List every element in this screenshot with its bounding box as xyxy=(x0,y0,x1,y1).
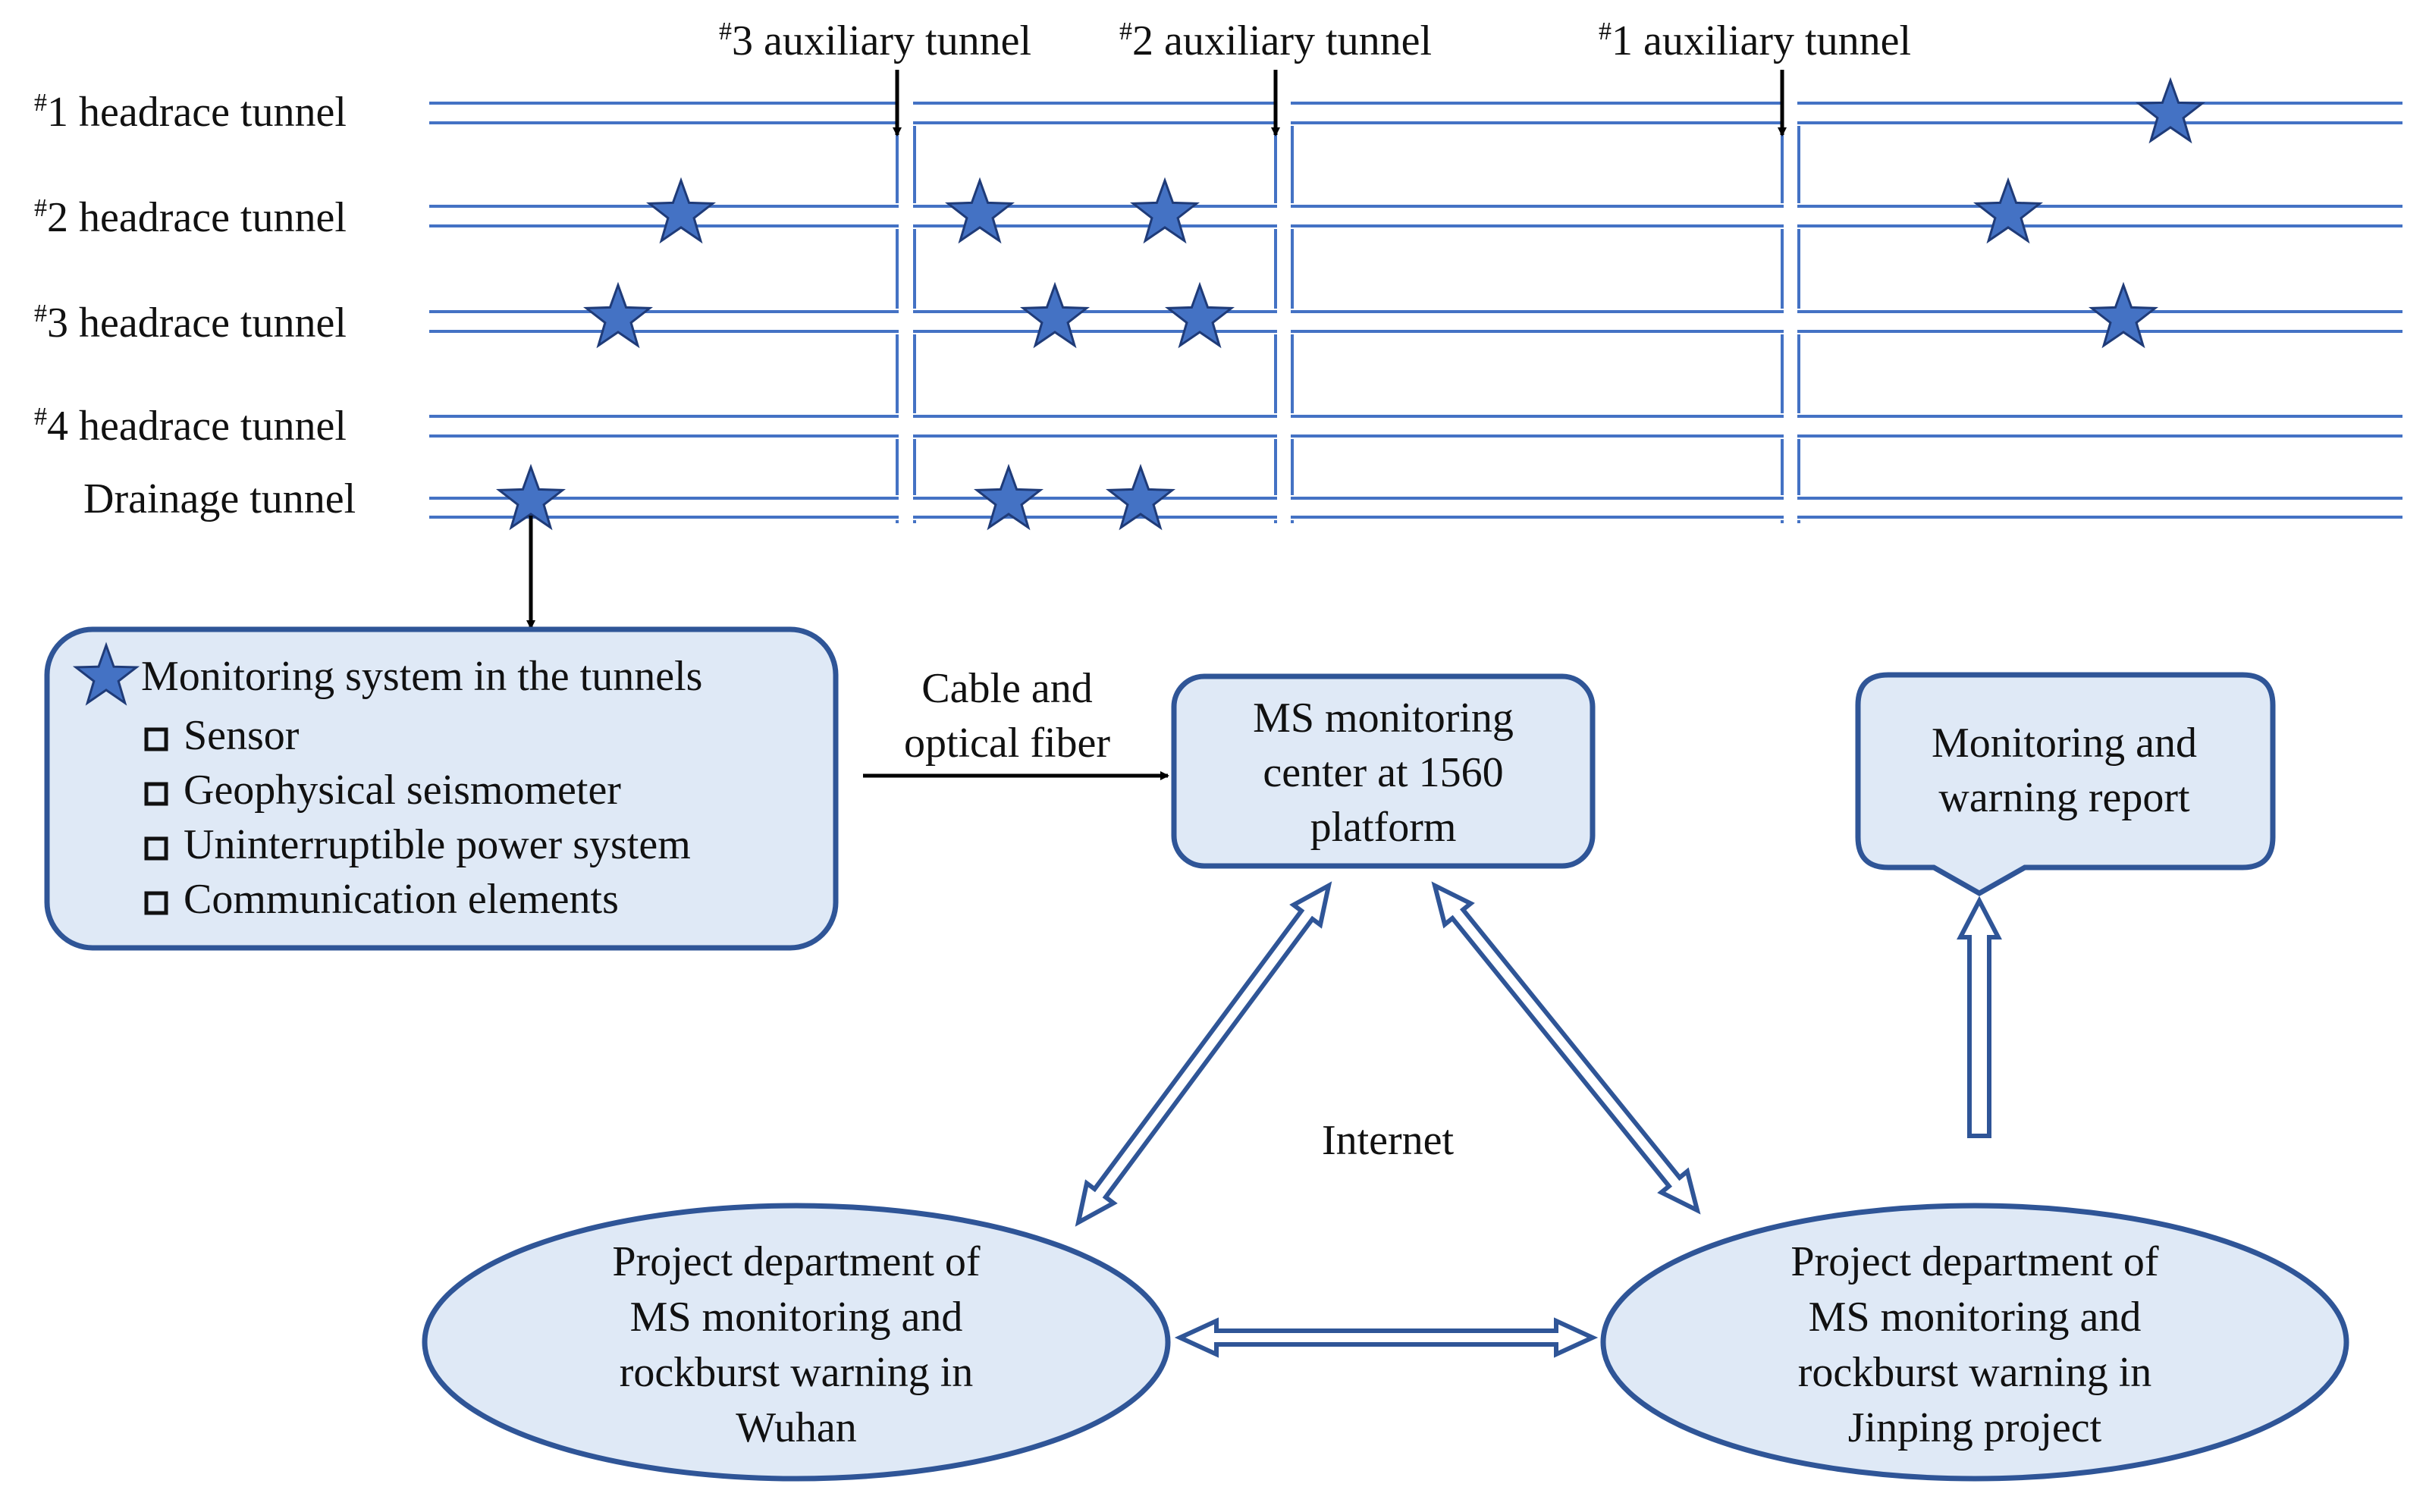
wuhan-line2: MS monitoring and xyxy=(630,1294,963,1341)
jinping-report-arrow xyxy=(1957,896,2002,1138)
cable-label-line1: Cable and xyxy=(921,665,1092,712)
auxiliary-arrows xyxy=(893,70,1787,136)
aux-tunnel-crossing xyxy=(1277,309,1291,334)
monitoring-box-title: Monitoring system in the tunnels xyxy=(141,653,702,700)
aux-tunnel-crossing xyxy=(1784,496,1797,519)
monitoring-star-icon xyxy=(1972,177,2044,244)
aux-tunnel-crossing xyxy=(899,309,913,334)
drainage-tunnel-label: Drainage tunnel xyxy=(83,475,356,522)
monitoring-star-icon xyxy=(1105,463,1176,531)
monitoring-star-icon xyxy=(944,177,1015,244)
tunnel-labels: #1 headrace tunnel #2 headrace tunnel #3… xyxy=(34,89,356,522)
headrace-tunnel-3-label: #3 headrace tunnel xyxy=(34,300,347,347)
jinping-line3: rockburst warning in xyxy=(1798,1349,2152,1396)
jinping-line4: Jinping project xyxy=(1848,1404,2102,1451)
monitoring-box-frame xyxy=(44,626,839,951)
jinping-ellipse-shape xyxy=(1600,1203,2349,1482)
aux-tunnel-crossing xyxy=(1277,101,1291,125)
monitoring-star-icon xyxy=(2135,77,2206,144)
checkbox-icon xyxy=(144,782,168,806)
monitoring-star-icon xyxy=(1129,177,1200,244)
headrace-tunnel-2-label: #2 headrace tunnel xyxy=(34,194,347,241)
aux-tunnel-crossing xyxy=(1277,204,1291,228)
tunnel-lines xyxy=(429,102,2402,519)
report-box-line1: Monitoring and xyxy=(1932,720,2197,767)
aux-tunnel-crossing xyxy=(899,496,913,519)
headrace-tunnel-4-label: #4 headrace tunnel xyxy=(34,403,347,450)
aux-tunnel-3-label: #3 auxiliary tunnel xyxy=(719,17,1031,64)
wuhan-project-ellipse: Project department of MS monitoring and … xyxy=(422,1203,1171,1482)
headrace-tunnel-1-label: #1 headrace tunnel xyxy=(34,89,347,136)
monitoring-star-icon xyxy=(1019,281,1091,349)
checkbox-icon xyxy=(144,836,168,861)
wuhan-jinping-double-arrow xyxy=(1174,1317,1599,1358)
aux-tunnel-crossing xyxy=(1784,309,1797,334)
aux-tunnel-crossing xyxy=(1277,414,1291,438)
checkbox-icon xyxy=(144,891,168,915)
monitoring-star-icon xyxy=(582,281,654,349)
monitoring-star-icon xyxy=(495,463,566,531)
cable-label-line2: optical fiber xyxy=(904,720,1110,767)
aux-tunnel-crossing xyxy=(1784,101,1797,125)
jinping-project-ellipse: Project department of MS monitoring and … xyxy=(1600,1203,2349,1482)
center-wuhan-double-arrow xyxy=(1075,881,1332,1227)
internet-links xyxy=(1075,881,2002,1358)
aux-tunnel-crossing xyxy=(1784,204,1797,228)
wuhan-line4: Wuhan xyxy=(736,1404,856,1451)
internet-label: Internet xyxy=(1322,1117,1455,1164)
monitoring-item-seismometer: Geophysical seismometer xyxy=(184,767,621,814)
center-jinping-double-arrow xyxy=(1431,881,1701,1215)
report-box-frame xyxy=(1855,672,2276,897)
cable-connection: Cable and optical fiber xyxy=(863,665,1169,780)
wuhan-ellipse-shape xyxy=(422,1203,1171,1482)
monitoring-item-communication: Communication elements xyxy=(184,876,619,923)
monitoring-star-icon xyxy=(645,177,717,244)
auxiliary-tunnel-verticals xyxy=(896,101,1800,523)
monitoring-system-box: Monitoring system in the tunnels Sensor … xyxy=(44,626,839,951)
aux-tunnel-crossing xyxy=(899,101,913,125)
wuhan-line1: Project department of xyxy=(612,1238,981,1285)
monitoring-stars xyxy=(495,77,2206,531)
monitoring-star-icon xyxy=(1164,281,1235,349)
monitoring-item-sensor: Sensor xyxy=(184,712,300,759)
center-box-line2: center at 1560 xyxy=(1263,749,1503,796)
center-box-line3: platform xyxy=(1310,804,1457,851)
aux-tunnel-crossing xyxy=(1277,496,1291,519)
report-box-line2: warning report xyxy=(1938,774,2190,821)
checkbox-icon xyxy=(144,727,168,751)
monitoring-star-icon xyxy=(973,463,1044,531)
jinping-line1: Project department of xyxy=(1790,1238,2159,1285)
star-icon xyxy=(72,642,140,706)
jinping-line2: MS monitoring and xyxy=(1809,1294,2142,1341)
monitoring-item-ups: Uninterruptible power system xyxy=(184,821,691,868)
aux-tunnel-2-label: #2 auxiliary tunnel xyxy=(1119,17,1432,64)
monitoring-center-box: MS monitoring center at 1560 platform xyxy=(1171,673,1596,869)
monitoring-items: Sensor Geophysical seismometer Uninterru… xyxy=(144,712,691,923)
aux-tunnel-crossing xyxy=(899,414,913,438)
auxiliary-tunnel-labels: #3 auxiliary tunnel #2 auxiliary tunnel … xyxy=(719,17,1911,64)
center-box-line1: MS monitoring xyxy=(1253,695,1514,742)
aux-tunnel-crossing xyxy=(899,204,913,228)
wuhan-line3: rockburst warning in xyxy=(620,1349,974,1396)
warning-report-callout: Monitoring and warning report xyxy=(1855,672,2276,897)
aux-tunnel-crossing xyxy=(1784,414,1797,438)
monitoring-star-icon xyxy=(2088,281,2159,349)
center-box-frame xyxy=(1171,673,1596,869)
aux-tunnel-1-label: #1 auxiliary tunnel xyxy=(1599,17,1911,64)
